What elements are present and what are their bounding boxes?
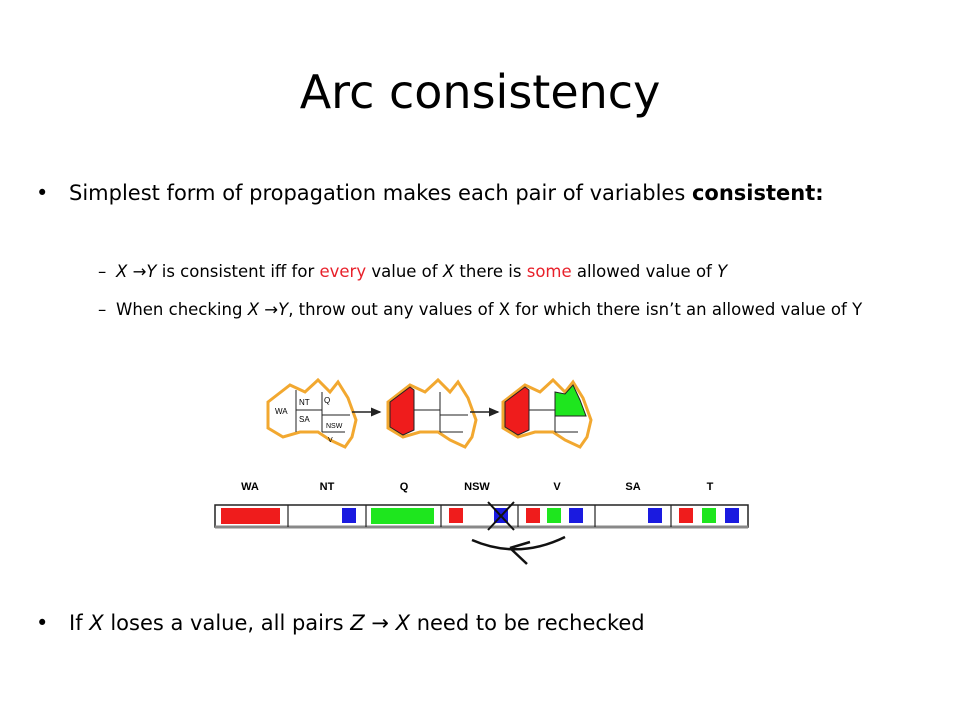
text-part: there is — [454, 262, 527, 281]
map-label-q: Q — [324, 396, 330, 405]
australia-map-3 — [501, 377, 593, 449]
col-label-q: Q — [400, 481, 409, 493]
bullet-2-text: If X loses a value, all pairs Z → X need… — [69, 606, 869, 640]
australia-map-2 — [386, 377, 478, 449]
map-label-nsw: NSW — [326, 423, 343, 430]
text-part: allowed value of — [571, 262, 718, 281]
map-label-nt: NT — [299, 398, 310, 407]
domain-dividers — [287, 505, 672, 527]
sa-value-blue — [648, 508, 662, 523]
arc-arrowhead — [509, 547, 528, 565]
wa-region-red — [504, 386, 530, 436]
col-label-sa: SA — [625, 481, 640, 493]
text-part: value of — [366, 262, 443, 281]
text-part: When checking — [116, 300, 248, 319]
wa-region-red — [389, 386, 415, 436]
var-x: X — [247, 300, 260, 319]
v-value-green — [547, 508, 561, 523]
cross-out-icon — [487, 501, 515, 531]
var-y: Y — [717, 262, 728, 281]
arc-curve — [471, 535, 566, 551]
text-part: loses a value, all pairs — [103, 611, 351, 635]
sub-dash: – — [98, 300, 107, 319]
col-label-v: V — [553, 481, 561, 493]
domain-table: WA NT Q NSW V SA T — [214, 481, 749, 531]
map-label-v: V — [328, 437, 333, 444]
wa-value-red — [221, 508, 280, 524]
map-label-sa: SA — [299, 415, 310, 424]
nt-value-blue — [342, 508, 356, 523]
state-borders — [414, 392, 468, 433]
nsw-value-red — [449, 508, 463, 523]
col-label-nt: NT — [320, 481, 335, 493]
text-part: need to be rechecked — [410, 611, 645, 635]
t-value-red — [679, 508, 693, 523]
sub-bullet-2-text: When checking X →Y, throw out any values… — [116, 296, 896, 323]
col-label-nsw: NSW — [464, 481, 490, 493]
col-label-t: T — [707, 481, 714, 493]
state-borders — [295, 390, 350, 433]
bullet-1-body: Simplest form of propagation makes each … — [69, 181, 692, 205]
text-part: , throw out any values of X for which th… — [288, 300, 863, 319]
sub-bullet-1-text: X →Y is consistent iff for every value o… — [116, 258, 896, 285]
bullet-1-text: Simplest form of propagation makes each … — [69, 176, 869, 210]
v-value-red — [526, 508, 540, 523]
q-value-green — [371, 508, 434, 524]
domain-headers: WA NT Q NSW V SA T — [241, 481, 714, 493]
bullet-dot: • — [36, 611, 49, 635]
col-label-wa: WA — [241, 481, 259, 493]
text-part: If — [69, 611, 90, 635]
v-value-blue — [569, 508, 583, 523]
map-outline — [266, 377, 358, 449]
var-z: Z — [350, 611, 365, 635]
sub-dash: – — [98, 262, 107, 281]
arrow-icon: → — [264, 300, 279, 319]
var-x: X — [395, 611, 411, 635]
var-x: X — [116, 262, 128, 281]
var-x: X — [442, 262, 455, 281]
emph-every: every — [319, 262, 367, 281]
arrow-icon: → — [132, 262, 147, 281]
bullet-1-bold: consistent: — [691, 181, 824, 205]
text-part: is consistent iff for — [156, 262, 320, 281]
arc-arrowhead — [509, 540, 531, 550]
state-borders — [529, 392, 578, 433]
bullet-dot: • — [36, 181, 49, 205]
map-label-wa: WA — [275, 407, 288, 416]
t-value-green — [702, 508, 716, 523]
arc-check-arrow — [471, 535, 566, 565]
page-title: Arc consistency — [299, 65, 661, 119]
australia-map-1: WA NT Q SA NSW V — [266, 377, 358, 449]
t-value-blue — [725, 508, 739, 523]
domain-row-frame — [214, 504, 749, 528]
emph-some: some — [526, 262, 572, 281]
arrow-icon: → — [371, 611, 389, 635]
var-y: Y — [146, 262, 157, 281]
var-y: Y — [278, 300, 289, 319]
var-x: X — [89, 611, 104, 635]
